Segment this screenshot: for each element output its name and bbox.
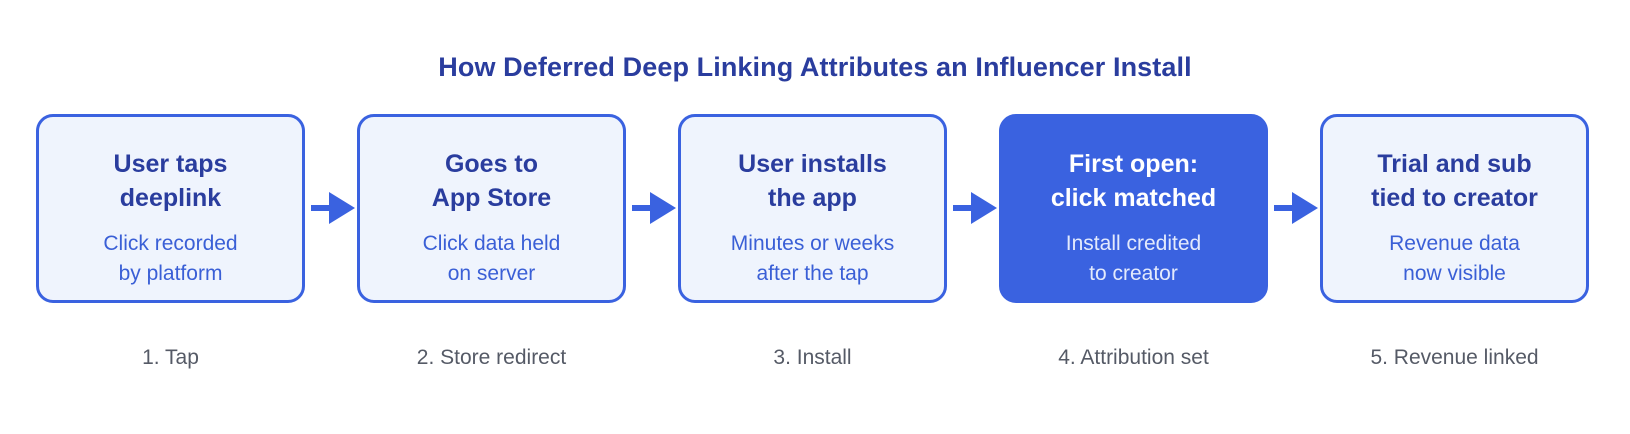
step-heading-line-2: click matched <box>1050 184 1217 212</box>
step-box-install: User installs the app Minutes or weeks a… <box>678 114 947 303</box>
step-label-revenue-linked: 5. Revenue linked <box>1370 346 1539 369</box>
step-description-line-2: now visible <box>1403 262 1506 285</box>
step-description: Click data held on server <box>360 229 623 289</box>
step-heading: Trial and sub tied to creator <box>1323 147 1586 215</box>
step-description: Minutes or weeks after the tap <box>681 229 944 289</box>
step-description-line-1: Revenue data <box>1389 232 1520 255</box>
step-description: Install credited to creator <box>1002 229 1265 289</box>
step-heading: User installs the app <box>681 147 944 215</box>
step-heading-line-1: Goes to <box>444 150 539 178</box>
step-heading-line-1: User taps <box>113 150 228 178</box>
step-description-line-1: Click data held <box>422 232 561 255</box>
step-box-attribution-set: First open: click matched Install credit… <box>999 114 1268 303</box>
step-label-store-redirect: 2. Store redirect <box>416 346 567 369</box>
step-heading-line-2: tied to creator <box>1371 184 1538 212</box>
step-description: Revenue data now visible <box>1323 229 1586 289</box>
step-box-tap: User taps deeplink Click recorded by pla… <box>36 114 305 303</box>
step-description-line-2: by platform <box>118 262 223 285</box>
step-description-line-2: after the tap <box>756 262 869 285</box>
step-heading: First open: click matched <box>1002 147 1265 215</box>
step-description-line-1: Click recorded <box>103 232 238 255</box>
step-heading-line-2: App Store <box>431 184 552 212</box>
step-heading: Goes to App Store <box>360 147 623 215</box>
step-heading-line-2: the app <box>768 184 857 212</box>
step-heading: User taps deeplink <box>39 147 302 215</box>
step-description-line-1: Install credited <box>1065 232 1202 255</box>
step-box-store-redirect: Goes to App Store Click data held on ser… <box>357 114 626 303</box>
arrow-right-icon <box>311 192 355 224</box>
arrow-right-icon <box>632 192 676 224</box>
step-heading-line-1: User installs <box>738 150 887 178</box>
step-label-tap: 1. Tap <box>142 346 199 369</box>
step-description: Click recorded by platform <box>39 229 302 289</box>
step-label-install: 3. Install <box>773 346 852 369</box>
step-description-line-2: on server <box>447 262 536 285</box>
step-description-line-2: to creator <box>1089 262 1178 285</box>
diagram-title: How Deferred Deep Linking Attributes an … <box>438 52 1192 82</box>
step-heading-line-2: deeplink <box>119 184 222 212</box>
arrow-right-icon <box>953 192 997 224</box>
step-label-attribution-set: 4. Attribution set <box>1058 346 1209 369</box>
step-heading-line-1: First open: <box>1068 150 1199 178</box>
step-description-line-1: Minutes or weeks <box>730 232 895 255</box>
step-heading-line-1: Trial and sub <box>1377 150 1532 178</box>
arrow-right-icon <box>1274 192 1318 224</box>
step-box-revenue-linked: Trial and sub tied to creator Revenue da… <box>1320 114 1589 303</box>
